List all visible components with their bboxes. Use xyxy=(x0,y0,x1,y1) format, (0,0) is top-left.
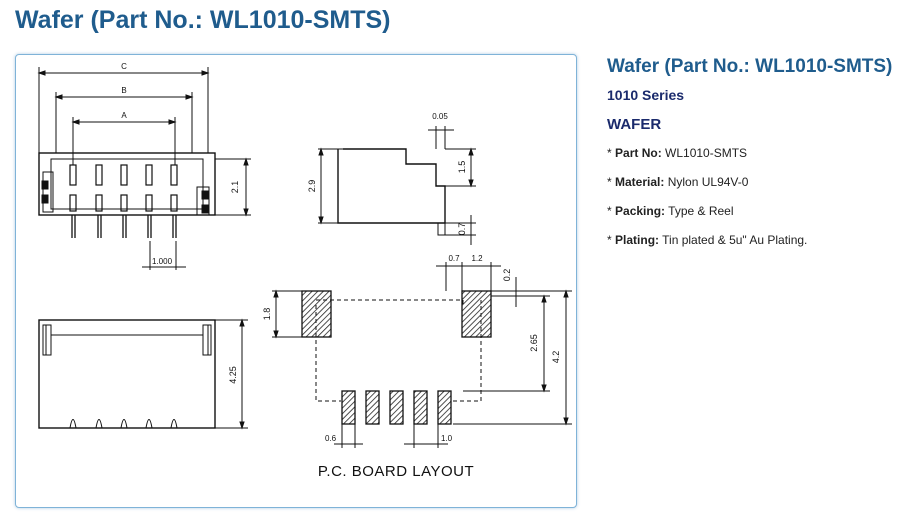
dim-depth-label: 2.9 xyxy=(307,180,317,193)
spec-list: * Part No: WL1010-SMTS * Material: Nylon… xyxy=(607,145,912,261)
dim-height-label: 2.1 xyxy=(230,181,240,194)
dim-length-label: 4.25 xyxy=(228,366,238,384)
bullet-mark: * xyxy=(607,146,612,160)
dim-265-label: 2.65 xyxy=(529,334,539,352)
spec-value: Tin plated & 5u" Au Plating. xyxy=(662,233,808,247)
dim-005-label: 0.05 xyxy=(432,112,448,121)
bullet-mark: * xyxy=(607,233,612,247)
bullet-mark: * xyxy=(607,204,612,218)
spec-label: Plating: xyxy=(615,233,660,247)
top-view: 4.25 xyxy=(38,318,248,430)
series-label: 1010 Series xyxy=(607,87,685,103)
spec-label: Packing: xyxy=(615,204,666,218)
front-view: C B A xyxy=(37,62,251,270)
dim-15-label: 1.5 xyxy=(457,161,467,174)
side-view: 2.9 0.05 1.5 0.7 xyxy=(307,112,476,245)
dim-b-label: B xyxy=(121,86,126,95)
category-label: WAFER xyxy=(607,116,662,133)
spec-item-plating: * Plating: Tin plated & 5u" Au Plating. xyxy=(607,232,912,261)
dim-18-label: 1.8 xyxy=(262,308,272,321)
dim-06-label: 0.6 xyxy=(325,434,337,443)
spec-value: Nylon UL94V-0 xyxy=(667,175,749,189)
spec-label: Material: xyxy=(615,175,665,189)
pcb-layout: 1.8 0.7 1.2 0.2 2.65 4.2 0.6 xyxy=(262,254,572,480)
dim-02-label: 0.2 xyxy=(502,269,512,282)
layout-caption: P.C. BOARD LAYOUT xyxy=(318,463,474,480)
page-title: Wafer (Part No.: WL1010-SMTS) xyxy=(15,6,391,34)
spec-value: Type & Reel xyxy=(668,204,734,218)
bullet-mark: * xyxy=(607,175,612,189)
dim-10-label: 1.0 xyxy=(441,434,453,443)
spec-item-part-no: * Part No: WL1010-SMTS xyxy=(607,145,912,174)
product-title: Wafer (Part No.: WL1010-SMTS) xyxy=(607,56,893,77)
product-info: Wafer (Part No.: WL1010-SMTS) 1010 Serie… xyxy=(607,56,912,261)
dim-12-label: 1.2 xyxy=(471,254,483,263)
spec-item-packing: * Packing: Type & Reel xyxy=(607,203,912,232)
dim-a-label: A xyxy=(121,111,127,120)
technical-drawing: C B A xyxy=(15,54,577,508)
spec-item-material: * Material: Nylon UL94V-0 xyxy=(607,174,912,203)
spec-value: WL1010-SMTS xyxy=(665,146,748,160)
dim-07-label: 0.7 xyxy=(457,223,467,236)
dim-07b-label: 0.7 xyxy=(448,254,460,263)
dim-42-label: 4.2 xyxy=(551,351,561,364)
dim-c-label: C xyxy=(121,62,127,71)
spec-label: Part No: xyxy=(615,146,662,160)
dim-pitch-label: 1.000 xyxy=(152,257,173,266)
